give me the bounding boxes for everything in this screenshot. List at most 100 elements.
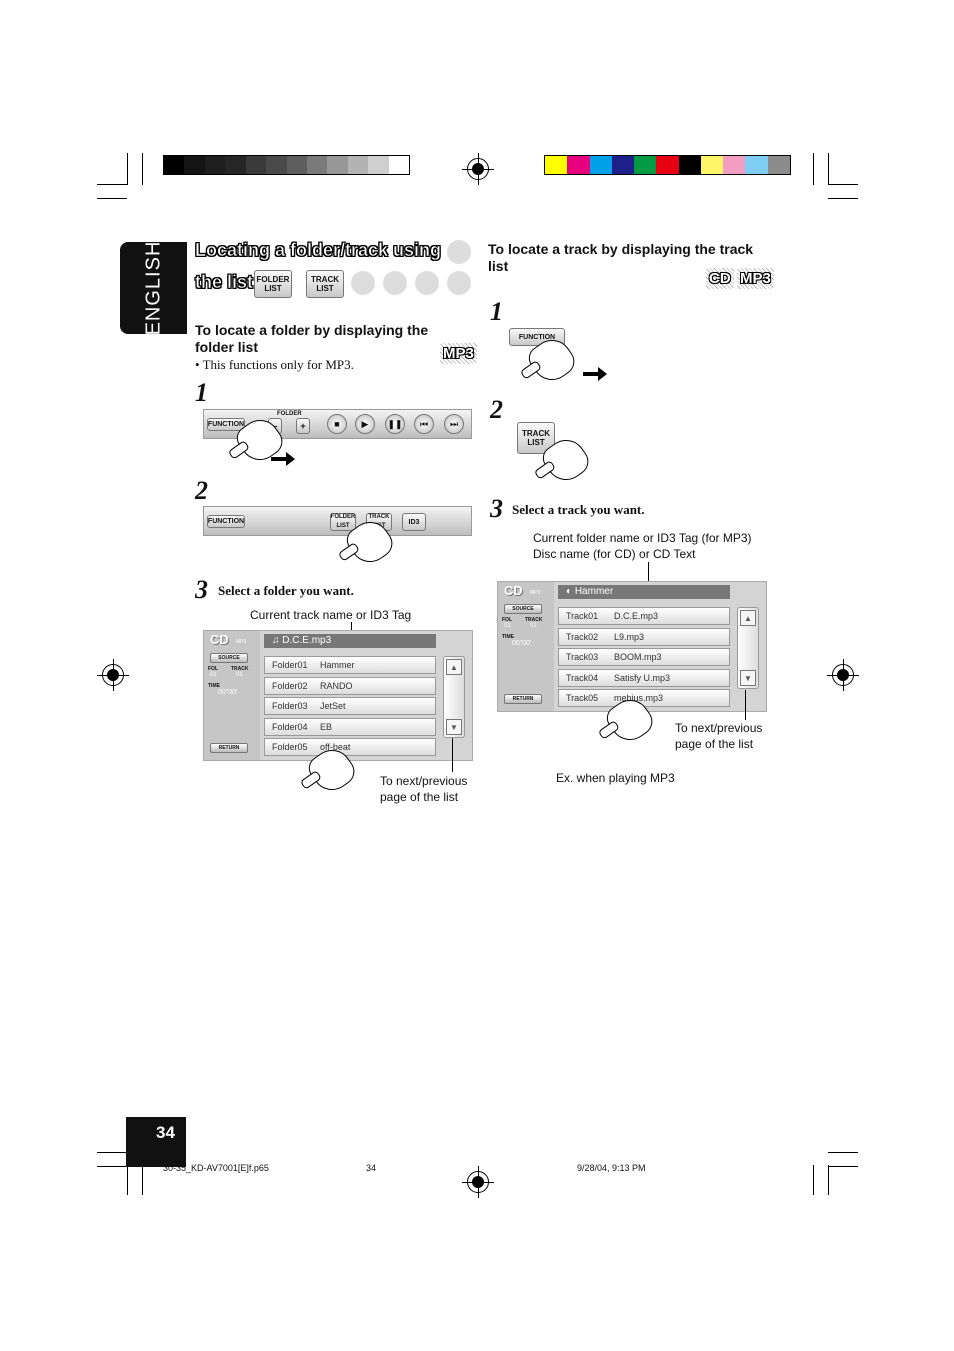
calibration-swatch bbox=[545, 156, 568, 174]
list-item-name: D.C.E.mp3 bbox=[614, 611, 659, 621]
crop-mark bbox=[97, 1166, 127, 1167]
track-list-button[interactable]: TRACK LIST bbox=[306, 270, 344, 298]
list-item-name: Hammer bbox=[320, 660, 355, 670]
list-item[interactable]: Track02 L9.mp3 bbox=[558, 627, 730, 646]
crop-mark bbox=[97, 198, 127, 199]
id3-button[interactable]: ID3 bbox=[402, 513, 426, 531]
calibration-swatch bbox=[634, 156, 657, 174]
step-number: 2 bbox=[490, 395, 503, 424]
calibration-swatch bbox=[700, 156, 724, 174]
calibration-swatch bbox=[656, 156, 679, 174]
next-icon[interactable]: ⏭ bbox=[444, 414, 464, 434]
crop-mark bbox=[828, 1165, 829, 1195]
folder-list-button[interactable]: FOLDER LIST bbox=[330, 513, 356, 531]
color-calibration-bar bbox=[544, 155, 791, 175]
list-item-number: Folder05 bbox=[272, 742, 308, 752]
track-label: TRACK bbox=[525, 617, 543, 623]
time-value: 00"00' bbox=[512, 640, 532, 647]
stop-icon[interactable]: ■ bbox=[327, 414, 347, 434]
function-button[interactable]: FUNCTION bbox=[207, 515, 245, 528]
registration-mark-icon bbox=[827, 659, 859, 691]
list-item-number: Track05 bbox=[566, 693, 599, 703]
language-label: ENGLISH bbox=[142, 240, 164, 336]
folder-plus-button[interactable]: + bbox=[296, 418, 310, 434]
page-scroller[interactable]: ▲ ▼ bbox=[443, 656, 465, 738]
step-number: 1 bbox=[195, 378, 208, 407]
callout-line bbox=[648, 562, 649, 582]
return-button[interactable]: RETURN bbox=[210, 743, 248, 753]
source-button[interactable]: SOURCE bbox=[504, 604, 542, 614]
crop-mark bbox=[828, 184, 858, 185]
fol-label: FOL bbox=[208, 666, 218, 672]
calibration-swatch bbox=[245, 156, 267, 174]
play-icon[interactable]: ▶ bbox=[355, 414, 375, 434]
list-item-name: L9.mp3 bbox=[614, 631, 645, 642]
page-up-icon[interactable]: ▲ bbox=[740, 610, 756, 626]
page-up-icon[interactable]: ▲ bbox=[446, 659, 462, 675]
previous-icon[interactable]: ⏮ bbox=[414, 414, 434, 434]
control-toolbar: FUNCTION FOLDER – + ■ ▶ ❚❚ ⏮ ⏭ bbox=[203, 409, 472, 439]
calibration-swatch bbox=[204, 156, 226, 174]
time-label: TIME bbox=[502, 634, 514, 640]
step-number: 3 bbox=[490, 494, 503, 523]
calibration-swatch bbox=[184, 156, 205, 174]
return-button[interactable]: RETURN bbox=[504, 694, 542, 704]
fol-label: FOL bbox=[502, 617, 512, 623]
disc-icon: ◐ bbox=[566, 586, 575, 597]
step-number: 2 bbox=[195, 476, 208, 505]
pause-icon[interactable]: ❚❚ bbox=[385, 414, 405, 434]
time-label: TIME bbox=[208, 683, 220, 689]
note-text: • This functions only for MP3. bbox=[195, 357, 354, 372]
callout-disc-name: Disc name (for CD) or CD Text bbox=[533, 547, 696, 561]
mp3-badge: MP3 bbox=[440, 343, 477, 364]
list-item-number: Track03 bbox=[566, 652, 599, 662]
page-number: 34 bbox=[156, 1123, 175, 1142]
cd-logo: CD bbox=[210, 632, 229, 647]
calibration-swatch bbox=[723, 156, 746, 174]
page-scroller[interactable]: ▲ ▼ bbox=[737, 607, 759, 689]
callout-line bbox=[351, 622, 352, 636]
page-title-line1: Locating a folder/track using bbox=[195, 240, 442, 261]
callout-next-prev-line1: To next/previous bbox=[675, 721, 763, 735]
screen-side-panel: CD MP3 SOURCE FOL TRACK 01 01 TIME 00"00… bbox=[498, 582, 554, 711]
list-item-number: Folder04 bbox=[272, 721, 308, 732]
crop-mark bbox=[127, 1165, 128, 1195]
crop-mark bbox=[828, 1152, 858, 1153]
calibration-swatch bbox=[388, 156, 410, 174]
callout-next-prev-line2: page of the list bbox=[675, 737, 754, 751]
list-item[interactable]: Folder04 EB bbox=[264, 717, 436, 736]
track-value: 01 bbox=[530, 623, 537, 629]
list-item[interactable]: Folder05 off-beat bbox=[264, 738, 436, 756]
page-down-icon[interactable]: ▼ bbox=[740, 670, 756, 686]
function-button[interactable]: FUNCTION bbox=[207, 418, 245, 431]
callout-folder-name: Current folder name or ID3 Tag (for MP3) bbox=[533, 531, 752, 545]
step3-text: Select a track you want. bbox=[512, 502, 645, 517]
step-number: 1 bbox=[490, 297, 503, 326]
list-item-number: Track02 bbox=[566, 631, 599, 642]
calibration-swatch bbox=[567, 156, 590, 174]
list-item-number: Track04 bbox=[566, 672, 599, 683]
arrow-right-icon bbox=[583, 367, 607, 381]
source-button[interactable]: SOURCE bbox=[210, 653, 248, 663]
crop-mark bbox=[828, 153, 829, 185]
page-down-icon[interactable]: ▼ bbox=[446, 719, 462, 735]
list-item-name: off-beat bbox=[320, 742, 351, 752]
folder-list-button[interactable]: FOLDER LIST bbox=[254, 270, 292, 298]
track-list-button[interactable]: TRACK LIST bbox=[517, 422, 555, 454]
step3-text: Select a folder you want. bbox=[218, 583, 354, 598]
folder-subhead: To locate a folder by displaying the fol… bbox=[195, 322, 429, 355]
calibration-swatch bbox=[589, 156, 612, 174]
decor-dot bbox=[351, 271, 375, 295]
current-track-header: ♫ D.C.E.mp3 bbox=[264, 634, 436, 648]
crop-mark bbox=[127, 153, 128, 185]
list-toolbar: FUNCTION FOLDER LIST TRACK LIST ID3 bbox=[203, 506, 472, 536]
list-item-name: EB bbox=[320, 721, 333, 732]
list-item-number: Folder02 bbox=[272, 680, 308, 691]
